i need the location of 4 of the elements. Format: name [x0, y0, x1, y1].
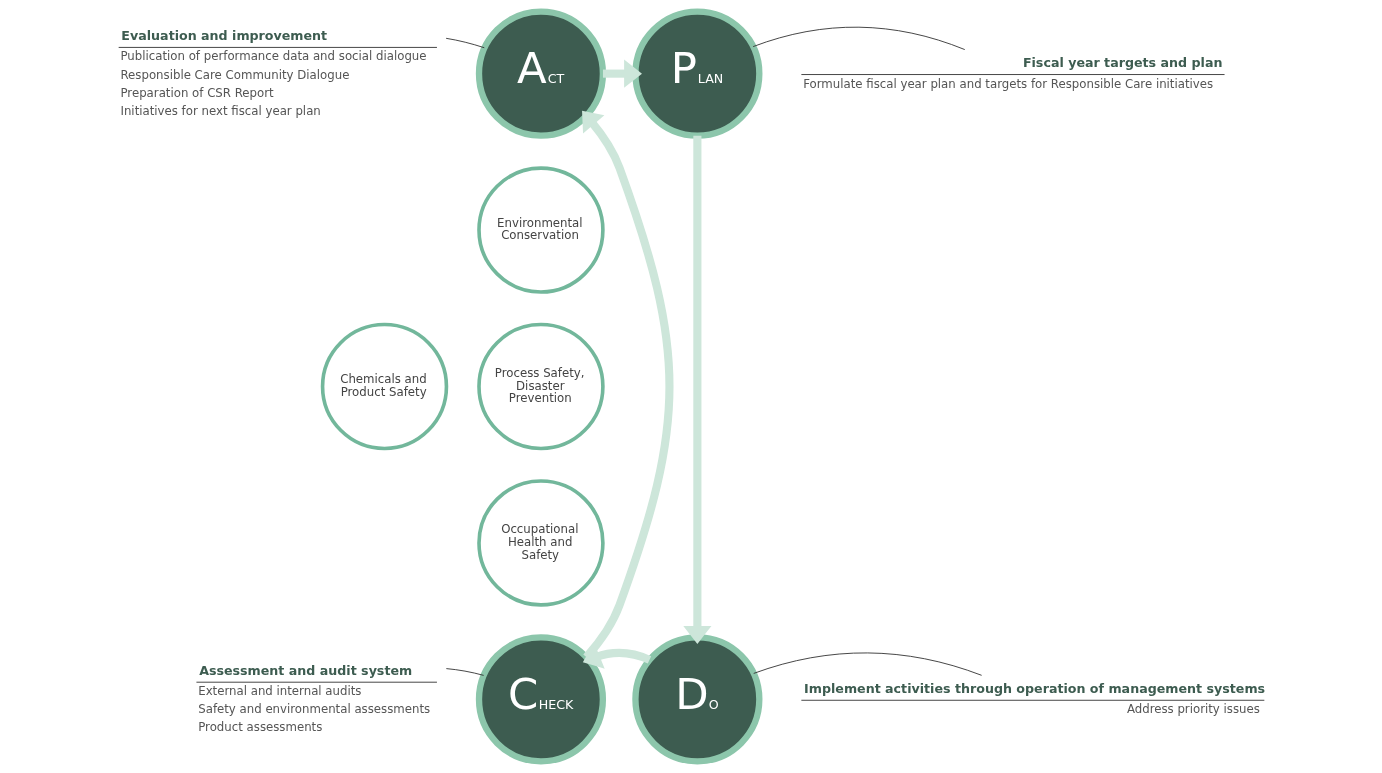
node-text: Assessment and audit system External and internal audits Safety and environmental assessments Product assessments [197, 663, 430, 735]
node-text: Implement activities through operation of management systems Address priority issues [803, 681, 1265, 717]
node-text: Fiscal year targets and plan Formulate fiscal year plan and targets for Responsible Care initiatives [802, 55, 1222, 91]
node-text: Evaluation and improvement Publication of performance data and social dialogue Responsible Care Community Dialogue Preparation of CSR Report Initiatives for next fiscal year plan [119, 28, 427, 118]
